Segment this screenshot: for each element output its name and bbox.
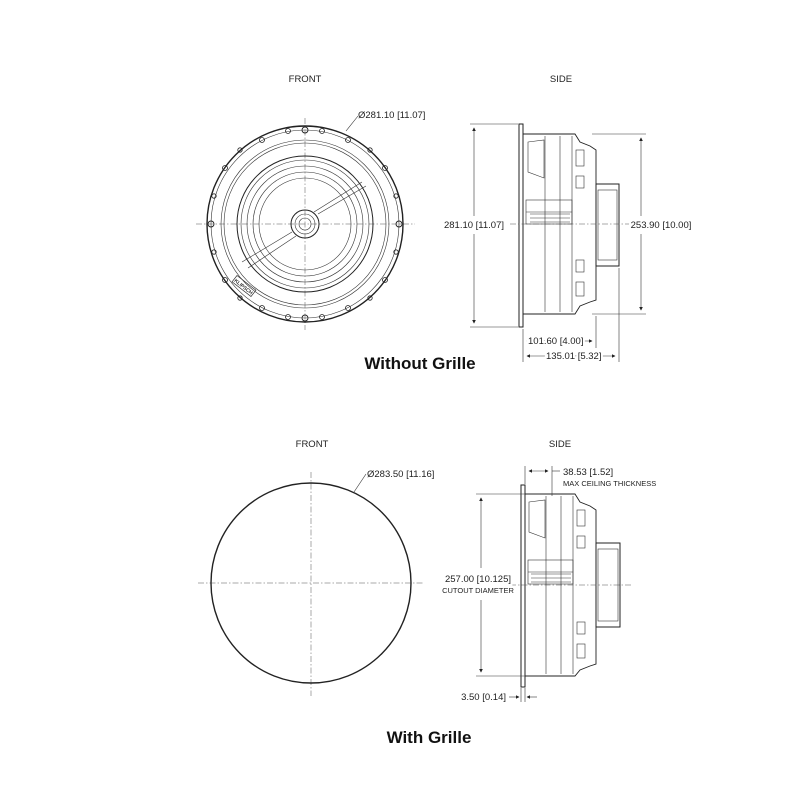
top-side-height-label: 253.90 [10.00]	[631, 220, 692, 231]
bottom-caption: With Grille	[387, 728, 472, 747]
grille	[210, 482, 412, 684]
bottom-front-view: FRONT Ø283.50 [11.16]	[198, 439, 434, 696]
top-front-label: FRONT	[289, 74, 322, 85]
top-side-view: SIDE 281.10 [11.07] 253.90 [	[442, 74, 693, 364]
bottom-side-label: SIDE	[549, 439, 571, 450]
bottom-diameter-label: Ø283.50 [11.16]	[367, 469, 434, 480]
cutout-label: 257.00 [10.125]	[445, 574, 511, 585]
grille-flange	[520, 484, 526, 688]
speaker-rim	[206, 125, 404, 323]
woofer-surround	[236, 155, 374, 293]
bottom-side-view: SIDE 38.53 [1.52] MAX CEILING THICKNESS …	[441, 439, 657, 703]
bottom-front-label: FRONT	[296, 439, 329, 450]
top-caption: Without Grille	[364, 354, 475, 373]
cutout-note: CUTOUT DIAMETER	[442, 586, 514, 595]
top-diameter-label: Ø281.10 [11.07]	[358, 110, 425, 121]
tweeter	[290, 209, 320, 239]
top-height-label: 281.10 [11.07]	[444, 220, 504, 231]
top-front-view: FRONT	[196, 74, 425, 330]
flange	[518, 123, 524, 328]
flange-thickness-label: 3.50 [0.14]	[461, 692, 506, 703]
ceiling-thickness-label: 38.53 [1.52]	[563, 467, 613, 478]
top-depth-inner-label: 101.60 [4.00]	[528, 336, 583, 347]
top-side-label: SIDE	[550, 74, 572, 85]
ceiling-thickness-note: MAX CEILING THICKNESS	[563, 479, 656, 488]
top-depth-total-label: 135.01 [5.32]	[546, 351, 601, 362]
magnet	[595, 183, 620, 267]
mounting-clips	[207, 126, 403, 322]
